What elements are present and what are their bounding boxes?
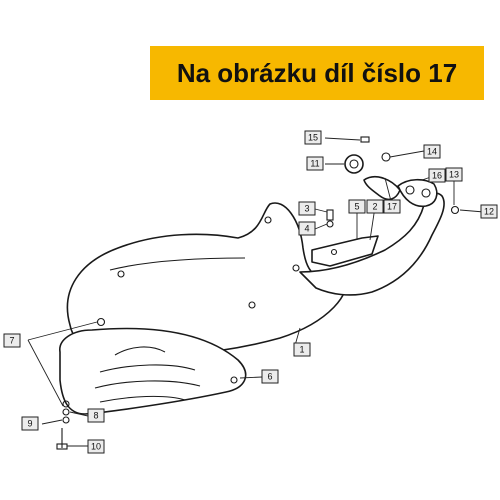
svg-text:8: 8	[93, 411, 98, 421]
exhaust-pipe	[299, 154, 445, 296]
callout-6: 6	[261, 369, 279, 384]
callout-17: 17	[383, 199, 401, 214]
svg-text:16: 16	[432, 171, 442, 181]
callout-1: 1	[293, 342, 311, 357]
svg-text:2: 2	[372, 202, 377, 212]
callout-11: 11	[306, 156, 324, 171]
callout-5: 5	[348, 199, 366, 214]
callout-14: 14	[423, 144, 441, 159]
svg-text:17: 17	[387, 202, 397, 212]
svg-text:12: 12	[484, 207, 494, 217]
svg-text:5: 5	[354, 202, 359, 212]
highlight-banner: Na obrázku díl číslo 17	[150, 46, 484, 100]
svg-text:4: 4	[304, 224, 309, 234]
svg-text:7: 7	[9, 336, 14, 346]
muffler-body	[66, 202, 347, 357]
callout-9: 9	[21, 416, 39, 431]
callout-3: 3	[298, 201, 316, 216]
svg-text:13: 13	[449, 170, 459, 180]
callout-4: 4	[298, 221, 316, 236]
svg-text:14: 14	[427, 147, 437, 157]
callout-7: 7	[3, 333, 21, 348]
callout-2: 2	[366, 199, 384, 214]
svg-text:3: 3	[304, 204, 309, 214]
callout-13: 13	[445, 167, 463, 182]
callout-16: 16	[428, 168, 446, 183]
heat-shield	[59, 327, 247, 415]
callout-12: 12	[480, 204, 498, 219]
svg-text:9: 9	[27, 419, 32, 429]
banner-text: Na obrázku díl číslo 17	[176, 57, 458, 88]
svg-text:6: 6	[267, 372, 272, 382]
callout-10: 10	[87, 439, 105, 454]
callout-8: 8	[87, 408, 105, 423]
svg-text:11: 11	[310, 159, 319, 169]
svg-text:1: 1	[299, 345, 304, 355]
svg-text:15: 15	[308, 133, 318, 143]
svg-text:10: 10	[91, 442, 101, 452]
mounting-bracket	[311, 235, 379, 267]
callout-15: 15	[304, 130, 322, 145]
